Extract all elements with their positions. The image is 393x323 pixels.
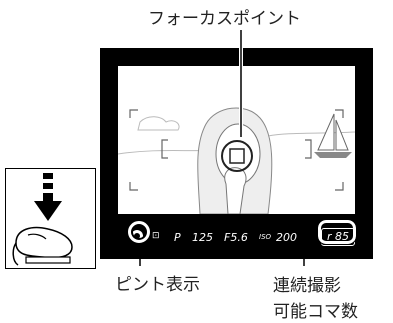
- burst-count-label-line2: 可能コマ数: [273, 302, 358, 322]
- shutter-press-illustration: [5, 168, 96, 269]
- portrait-scene-illustration: [117, 107, 356, 215]
- focus-point-label: フォーカスポイント: [148, 9, 301, 29]
- viewfinder-scene: [117, 66, 356, 215]
- focus-indicator-label: ピント表示: [115, 275, 200, 295]
- finger-press-icon: [12, 173, 73, 266]
- iso-value: 200: [276, 231, 297, 244]
- exposure-mode: P: [174, 231, 181, 244]
- matrix-metering-icon: ⊡: [152, 231, 160, 241]
- burst-count-highlight: [317, 219, 357, 245]
- iso-label: ISO: [259, 233, 272, 241]
- focus-indicator-highlight: [128, 221, 150, 243]
- shutter-speed: 125: [192, 231, 213, 244]
- aperture-value: F5.6: [224, 231, 248, 244]
- burst-count-label-line1: 連続撮影: [273, 276, 341, 296]
